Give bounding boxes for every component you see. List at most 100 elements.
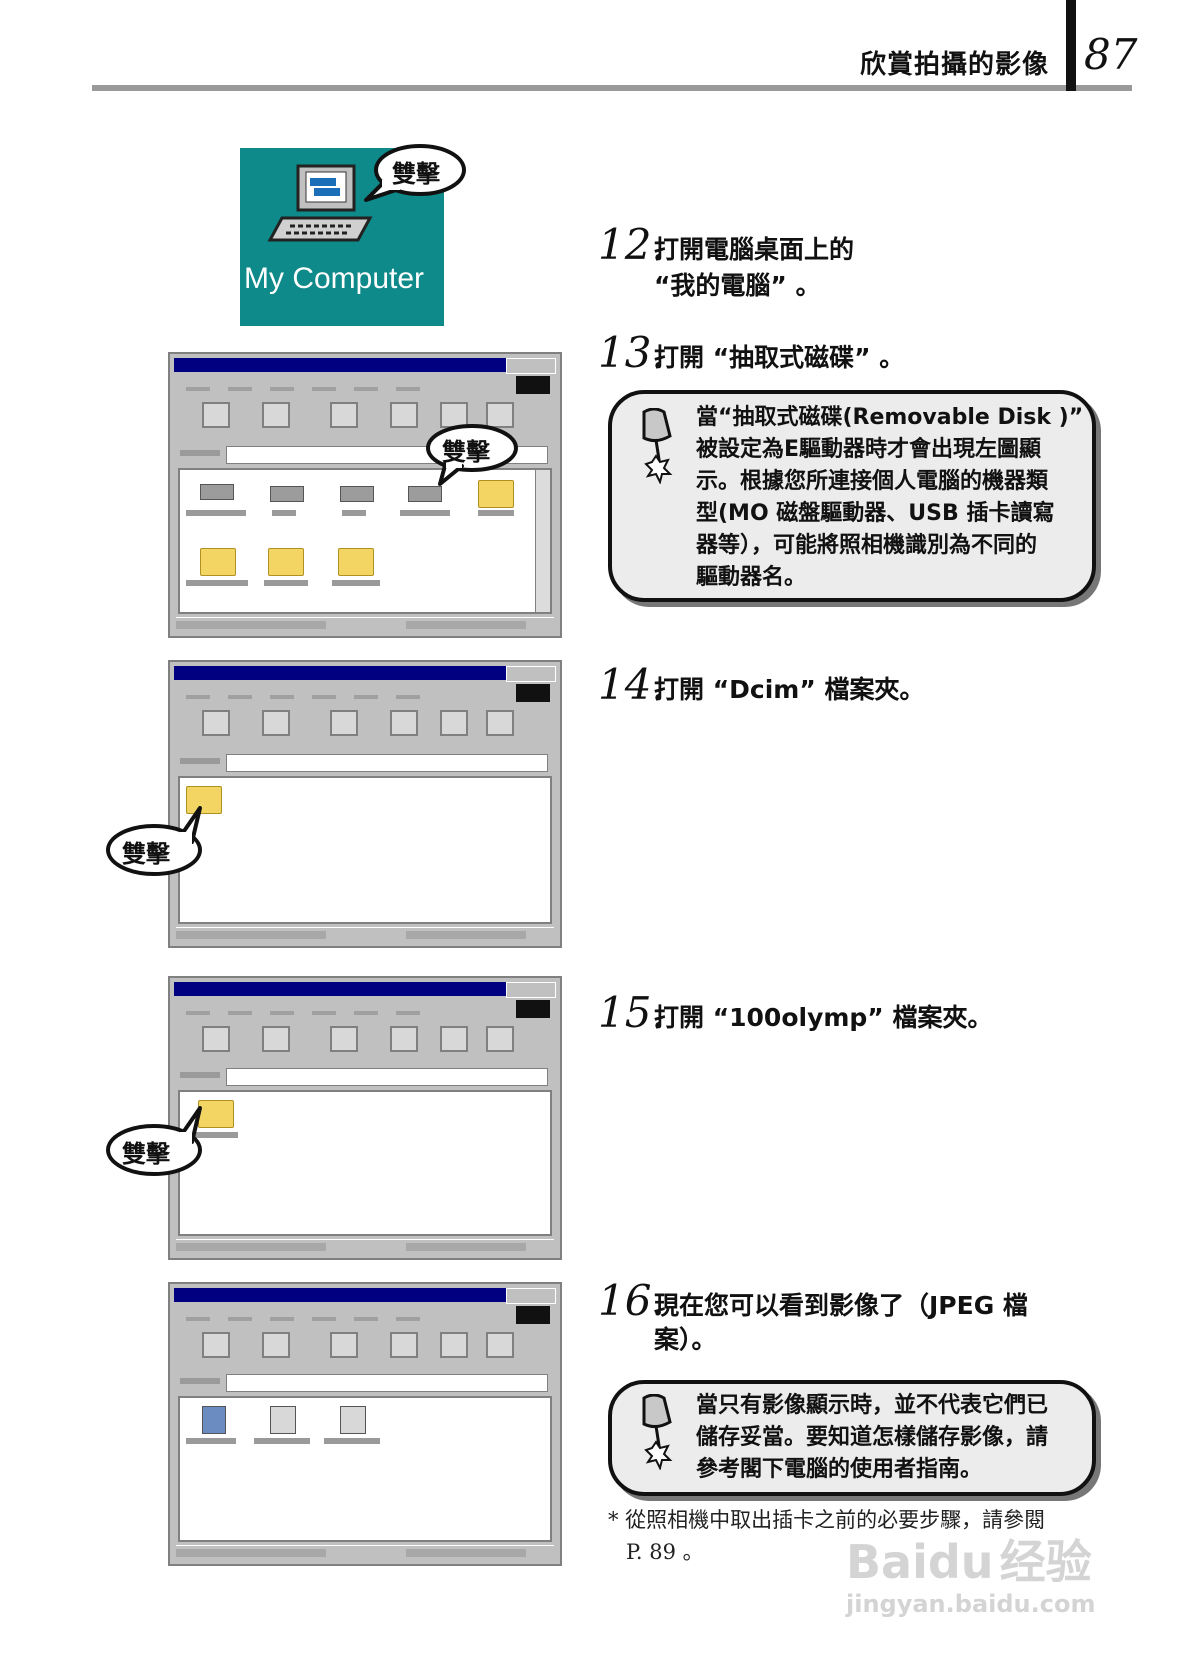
explorer-window[interactable] [168, 660, 562, 948]
toolbar[interactable] [180, 1022, 550, 1072]
up-button[interactable] [330, 1026, 358, 1052]
double-click-bubble: 雙擊 [104, 806, 210, 882]
image-file-icon[interactable] [202, 1406, 226, 1434]
bubble-text: 雙擊 [122, 840, 170, 868]
window-titlebar[interactable] [174, 666, 556, 680]
step-number: 14. [598, 660, 665, 709]
windows-logo-icon [516, 1000, 550, 1018]
address-bar[interactable] [180, 754, 550, 772]
bubble-text: 雙擊 [442, 438, 490, 466]
cut-button[interactable] [390, 710, 418, 736]
image-file-icon[interactable] [270, 1406, 296, 1434]
drive-icon[interactable] [340, 486, 374, 502]
drive-icon[interactable] [270, 486, 304, 502]
bubble-text: 雙擊 [392, 160, 440, 188]
back-button[interactable] [202, 1332, 230, 1358]
step-number: 16. [598, 1276, 665, 1325]
up-button[interactable] [330, 710, 358, 736]
forward-button[interactable] [262, 1026, 290, 1052]
scheduled-tasks-folder-icon[interactable] [338, 548, 374, 576]
file-pane[interactable] [178, 1396, 552, 1542]
menu-bar[interactable] [180, 1306, 550, 1324]
file-pane[interactable] [178, 1090, 552, 1236]
step-number: 12. [598, 220, 665, 269]
note-line: 參考閣下電腦的使用者指南。 [696, 1457, 983, 1482]
forward-button[interactable] [262, 1332, 290, 1358]
up-button[interactable] [330, 1332, 358, 1358]
window-titlebar[interactable] [174, 982, 556, 996]
dialup-networking-folder-icon[interactable] [268, 548, 304, 576]
image-file-icon[interactable] [340, 1406, 366, 1434]
pin-icon [642, 1394, 673, 1470]
copy-button[interactable] [440, 1332, 468, 1358]
pin-icon [642, 408, 673, 484]
toolbar[interactable] [180, 706, 550, 756]
toolbar[interactable] [180, 1328, 550, 1378]
back-button[interactable] [202, 402, 230, 428]
explorer-window[interactable] [168, 1282, 562, 1566]
cut-button[interactable] [390, 402, 418, 428]
page-number: 87 [1084, 30, 1138, 79]
double-click-bubble: 雙擊 [104, 1106, 210, 1182]
removable-disk-icon[interactable] [408, 486, 442, 502]
computer-icon [267, 164, 373, 242]
window-controls[interactable] [506, 666, 556, 682]
address-input[interactable] [226, 1374, 548, 1392]
copy-button[interactable] [440, 1026, 468, 1052]
cut-button[interactable] [390, 1332, 418, 1358]
forward-button[interactable] [262, 710, 290, 736]
window-controls[interactable] [506, 358, 556, 374]
copy-button[interactable] [440, 402, 468, 428]
cut-button[interactable] [390, 1026, 418, 1052]
footnote-line: P. 89 。 [626, 1540, 704, 1564]
scrollbar[interactable] [535, 470, 550, 612]
100olymp-folder-icon[interactable] [198, 1100, 234, 1128]
note-box: 當“抽取式磁碟(Removable Disk )” 被設定為E驅動器時才會出現左… [608, 390, 1096, 602]
copy-button[interactable] [440, 710, 468, 736]
dcim-folder-icon[interactable] [186, 786, 222, 814]
printers-folder-icon[interactable] [478, 480, 514, 508]
control-panel-folder-icon[interactable] [200, 548, 236, 576]
header-tab [1066, 0, 1076, 91]
up-button[interactable] [330, 402, 358, 428]
address-input[interactable] [226, 1068, 548, 1086]
paste-button[interactable] [486, 1026, 514, 1052]
floppy-drive-icon[interactable] [200, 484, 234, 500]
menu-bar[interactable] [180, 1000, 550, 1018]
paste-button[interactable] [486, 1332, 514, 1358]
windows-logo-icon [516, 684, 550, 702]
back-button[interactable] [202, 1026, 230, 1052]
status-bar [176, 927, 554, 942]
status-bar [176, 617, 554, 632]
address-bar[interactable] [180, 1068, 550, 1086]
menu-bar[interactable] [180, 376, 550, 394]
window-titlebar[interactable] [174, 358, 556, 372]
toolbar[interactable] [180, 398, 550, 448]
address-bar[interactable] [180, 1374, 550, 1392]
file-pane[interactable] [178, 468, 552, 614]
file-pane[interactable] [178, 776, 552, 924]
explorer-window[interactable] [168, 352, 562, 638]
status-bar [176, 1545, 554, 1560]
note-box: 當只有影像顯示時，並不代表它們已 儲存妥當。要知道怎樣儲存影像，請 參考閣下電腦… [608, 1380, 1096, 1496]
note-line: 儲存妥當。要知道怎樣儲存影像，請 [696, 1425, 1049, 1450]
window-titlebar[interactable] [174, 1288, 556, 1302]
note-line: 示。根據您所連接個人電腦的機器類 [696, 469, 1049, 494]
menu-bar[interactable] [180, 684, 550, 702]
window-controls[interactable] [506, 1288, 556, 1304]
explorer-window[interactable] [168, 976, 562, 1260]
paste-button[interactable] [486, 402, 514, 428]
bubble-text: 雙擊 [122, 1140, 170, 1168]
watermark-brand: Bai [846, 1535, 928, 1589]
back-button[interactable] [202, 710, 230, 736]
header-rule [92, 85, 1132, 91]
address-input[interactable] [226, 754, 548, 772]
windows-logo-icon [516, 376, 550, 394]
forward-button[interactable] [262, 402, 290, 428]
note-line: 器等），可能將照相機識別為不同的 [696, 533, 1038, 558]
step-number: 13. [598, 328, 665, 377]
window-controls[interactable] [506, 982, 556, 998]
step-number: 15. [598, 988, 665, 1037]
paste-button[interactable] [486, 710, 514, 736]
